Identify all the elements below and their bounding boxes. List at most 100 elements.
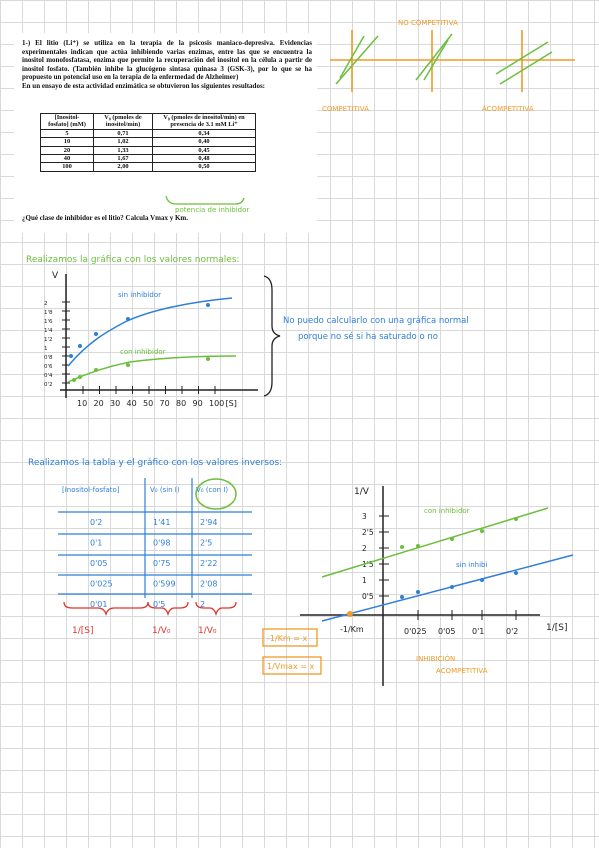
- x-tick-label: 30: [110, 399, 120, 408]
- data-point: [94, 368, 98, 372]
- y-tick-label: 1'4: [44, 328, 53, 334]
- sketch-line: [339, 35, 365, 79]
- sketch-line: [499, 51, 553, 85]
- data-point: [126, 363, 130, 367]
- x-tick-label: 40: [127, 399, 137, 408]
- table-cell: 0'98: [153, 539, 170, 548]
- box-vmax: [262, 656, 322, 675]
- neg-km-label: -1/Km: [340, 625, 364, 634]
- label-sin-inhibidor: sin inhibidor: [118, 291, 161, 299]
- data-point: [400, 545, 404, 549]
- x-axis-label: 1/[S]: [546, 623, 568, 633]
- data-point: [400, 595, 404, 599]
- data-point: [78, 344, 82, 348]
- label-competitiva: COMPETITIVA: [322, 105, 369, 113]
- intercept-point: [347, 611, 353, 617]
- label-con-inhibidor: con inhibidor: [424, 507, 470, 515]
- x-tick-label: 0'025: [404, 627, 427, 636]
- y-tick-label: 2: [44, 301, 48, 307]
- x-tick-label: [S]: [226, 399, 237, 408]
- label-no-competitiva: NO COMPETITIVA: [398, 19, 458, 27]
- red-brace: [63, 601, 149, 617]
- inverse-table: [Inositol-fosfato] V₀ (sin I) V₀ (con I)…: [58, 478, 252, 636]
- y-tick-label: 1'6: [44, 319, 53, 325]
- side-note-2: porque no sé si ha saturado o no: [298, 331, 438, 342]
- data-point: [126, 317, 130, 321]
- sketch-line: [423, 39, 449, 81]
- y-tick-label: 0'4: [44, 373, 53, 379]
- table-header: V₀ (pmoles de inositol/min): [93, 113, 153, 130]
- problem-text: 1-) El litio (Li⁺) se utiliza en la tera…: [22, 39, 312, 91]
- data-point: [72, 378, 76, 382]
- data-point: [480, 578, 484, 582]
- inhib-label-2: ACOMPETITIVA: [436, 667, 488, 675]
- table-cell: 2: [200, 600, 205, 609]
- x-tick-label: 0'1: [472, 627, 484, 636]
- data-point: [416, 544, 420, 548]
- y-tick-label: 0'6: [44, 364, 53, 370]
- label-sin-inhibidor: sin inhibi: [456, 561, 487, 569]
- inv-header: V₀ (con I): [196, 486, 228, 494]
- red-brace: [195, 601, 237, 617]
- data-table: [Inositol-fosfato] (mM) V₀ (pmoles de in…: [40, 113, 256, 172]
- question-text: ¿Qué clase de inhibidor es el litio? Cal…: [22, 214, 188, 222]
- red-brace: [147, 601, 189, 617]
- table-cell: 0,40: [152, 137, 256, 147]
- table-cell: 0'75: [153, 559, 170, 568]
- y-tick-label: 1'2: [44, 337, 53, 343]
- label-con-inhibidor: con inhibidor: [120, 348, 166, 356]
- label-potencia: potencia de inhibidor: [175, 206, 249, 214]
- footer-label: 1/V₀: [198, 626, 217, 636]
- y-tick-label: 1: [362, 576, 367, 585]
- table-cell: 0'025: [90, 580, 113, 589]
- inhibitor-types-sketch: NO COMPETITIVA COMPETITIVA ACOMPETITIVA: [322, 19, 575, 113]
- data-point: [78, 375, 82, 379]
- y-tick-label: 0'2: [44, 382, 53, 388]
- problem-statement: 1-) El litio (Li⁺) se utiliza en la tera…: [14, 33, 317, 233]
- table-cell: 2'08: [200, 580, 217, 589]
- data-point: [206, 303, 210, 307]
- brace: [263, 275, 281, 397]
- table-cell: 0'05: [90, 559, 107, 568]
- table-cell: 2'22: [200, 559, 217, 568]
- y-tick-label: 0'8: [44, 355, 53, 361]
- table-cell: 0'1: [90, 539, 102, 548]
- x-tick-label: 10: [77, 399, 87, 408]
- table-cell: 2'94: [200, 518, 217, 527]
- data-point: [416, 590, 420, 594]
- y-tick-label: 0'5: [362, 592, 374, 601]
- x-tick-label: 0'2: [506, 627, 518, 636]
- intro-text: En un ensayo de esta actividad enzimátic…: [22, 81, 266, 90]
- y-tick-label: 1: [44, 346, 48, 352]
- y-axis-label: 1/V: [354, 487, 370, 497]
- table-cell: 2'5: [200, 539, 212, 548]
- table-cell: 0,45: [152, 145, 256, 156]
- x-tick-label: 20: [94, 399, 104, 408]
- data-point: [69, 354, 73, 358]
- x-tick-label: 70: [160, 399, 170, 408]
- data-point: [514, 571, 518, 575]
- heading-1: Realizamos la gráfica con los valores no…: [26, 255, 240, 265]
- data-point: [450, 537, 454, 541]
- box-km-text: -1/Km = x: [267, 634, 308, 643]
- inv-header: [Inositol-fosfato]: [62, 486, 120, 494]
- footer-label: 1/V₀: [152, 626, 171, 636]
- data-point: [94, 332, 98, 336]
- line-sin-inhibidor: [321, 554, 574, 622]
- box-km: [262, 628, 318, 647]
- data-point: [450, 585, 454, 589]
- y-tick-label: 2: [362, 544, 367, 553]
- inv-header: V₀ (sin I): [150, 486, 180, 494]
- y-tick-label: 1'5: [362, 560, 374, 569]
- sketch-line: [415, 33, 453, 81]
- data-point: [206, 357, 210, 361]
- footer-label: 1/[S]: [72, 626, 94, 636]
